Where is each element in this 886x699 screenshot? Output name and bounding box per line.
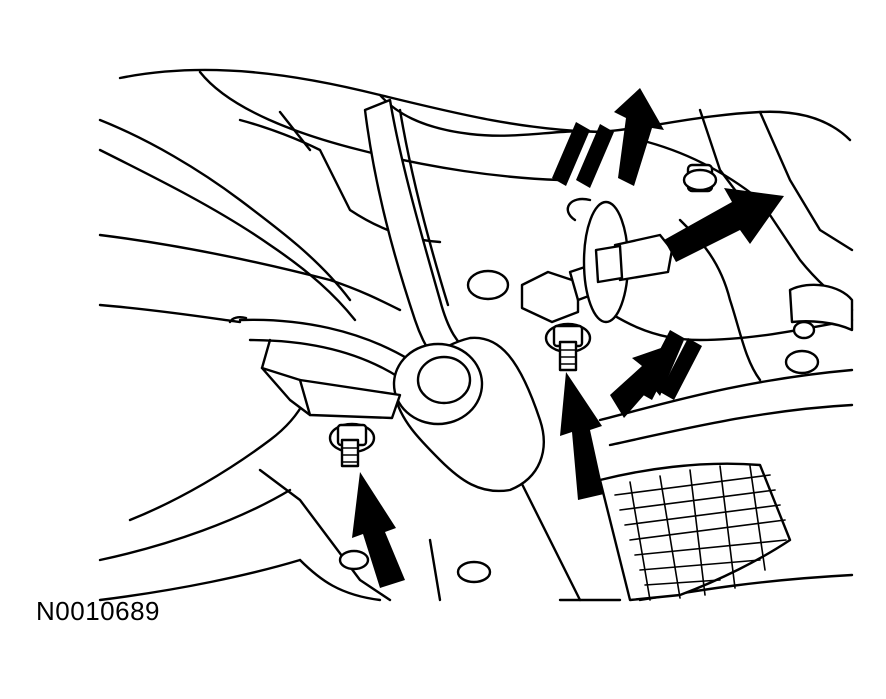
- link-assembly: [520, 163, 718, 324]
- bushing: [392, 336, 545, 493]
- stud-left: [328, 422, 376, 468]
- stud-right: [544, 322, 592, 372]
- arrow-right-lower: [610, 330, 702, 418]
- shield-mesh: [598, 462, 792, 602]
- figure-id-label: N0010689: [36, 596, 160, 626]
- arrow-right-upper: [664, 188, 784, 262]
- right-bushing: [788, 283, 854, 340]
- oval-holes: [338, 269, 820, 584]
- arrow-lower-middle: [560, 372, 604, 500]
- arrow-lower-left: [352, 472, 405, 588]
- bracket: [260, 338, 402, 420]
- arrow-top: [552, 88, 664, 188]
